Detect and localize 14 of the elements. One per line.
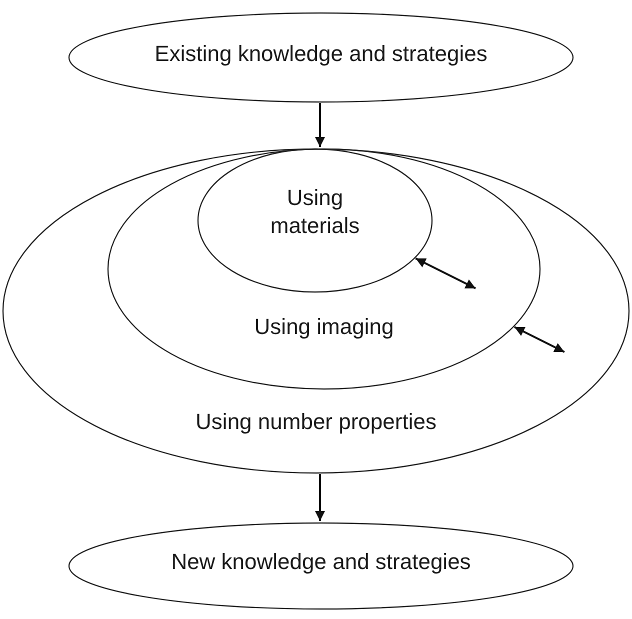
- ellipse-node: [197, 148, 433, 293]
- node-label: Using imaging: [254, 313, 394, 341]
- arrow: [315, 474, 325, 521]
- arrow: [514, 326, 565, 353]
- arrow: [415, 258, 476, 290]
- ellipse-node: [68, 522, 574, 610]
- ellipse-node: [2, 148, 630, 474]
- node-label: Existing knowledge and strategies: [154, 40, 488, 68]
- ellipse-node: [107, 148, 541, 390]
- node-label: New knowledge and strategies: [171, 548, 471, 576]
- ellipse-node: [68, 12, 574, 103]
- arrow: [315, 103, 325, 147]
- node-label: Using materials: [269, 184, 361, 240]
- node-label: Using number properties: [196, 408, 436, 436]
